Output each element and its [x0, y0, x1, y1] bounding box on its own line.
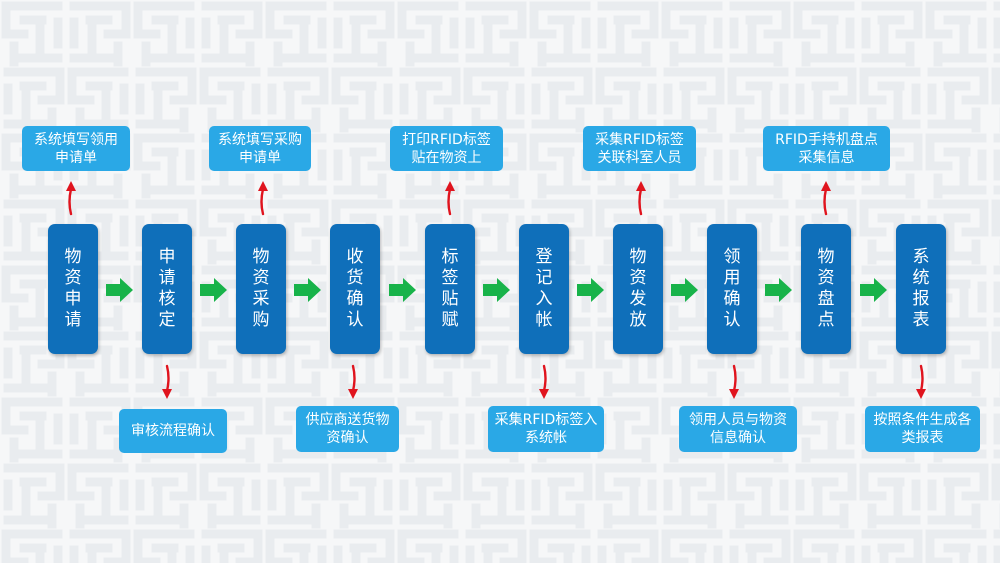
flow-arrow-icon — [671, 278, 698, 302]
step-receipt-confirm[interactable]: 收货确认 — [330, 224, 380, 354]
arrow-up-icon — [258, 181, 268, 216]
note-tag-attach: 打印RFID标签贴在物资上 — [390, 126, 503, 171]
arrow-down-icon — [162, 364, 172, 399]
arrow-up-icon — [821, 181, 831, 216]
flow-arrow-icon — [106, 278, 133, 302]
step-receive-confirm[interactable]: 领用确认 — [707, 224, 757, 354]
step-tag-attach[interactable]: 标签贴赋 — [425, 224, 475, 354]
step-inventory-check[interactable]: 物资盘点 — [801, 224, 851, 354]
flow-arrow-icon — [765, 278, 792, 302]
arrow-down-icon — [539, 364, 549, 399]
step-material-issue[interactable]: 物资发放 — [613, 224, 663, 354]
note-inventory-check: RFID手持机盘点采集信息 — [763, 126, 890, 171]
flow-arrow-icon — [577, 278, 604, 302]
arrow-down-icon — [348, 364, 358, 399]
flow-arrow-icon — [294, 278, 321, 302]
note-system-report: 按照条件生成各类报表 — [865, 406, 980, 452]
flow-arrow-icon — [860, 278, 887, 302]
arrow-up-icon — [445, 181, 455, 216]
step-register-account[interactable]: 登记入帐 — [519, 224, 569, 354]
note-request-approval: 审核流程确认 — [119, 409, 227, 453]
flow-arrow-icon — [483, 278, 510, 302]
note-material-request: 系统填写领用申请单 — [22, 126, 130, 171]
step-request-approval[interactable]: 申请核定 — [142, 224, 192, 354]
note-receipt-confirm: 供应商送货物资确认 — [296, 406, 399, 452]
flow-arrow-icon — [200, 278, 227, 302]
flow-arrow-icon — [389, 278, 416, 302]
note-material-issue: 采集RFID标签关联科室人员 — [583, 126, 696, 171]
step-material-request[interactable]: 物资申请 — [48, 224, 98, 354]
note-register-account: 采集RFID标签入系统帐 — [488, 406, 604, 452]
note-material-purchase: 系统填写采购申请单 — [209, 126, 311, 171]
arrow-down-icon — [916, 364, 926, 399]
arrow-up-icon — [636, 181, 646, 216]
step-material-purchase[interactable]: 物资采购 — [236, 224, 286, 354]
note-receive-confirm: 领用人员与物资信息确认 — [679, 406, 797, 452]
step-system-report[interactable]: 系统报表 — [896, 224, 946, 354]
arrow-up-icon — [66, 181, 76, 216]
arrow-down-icon — [729, 364, 739, 399]
